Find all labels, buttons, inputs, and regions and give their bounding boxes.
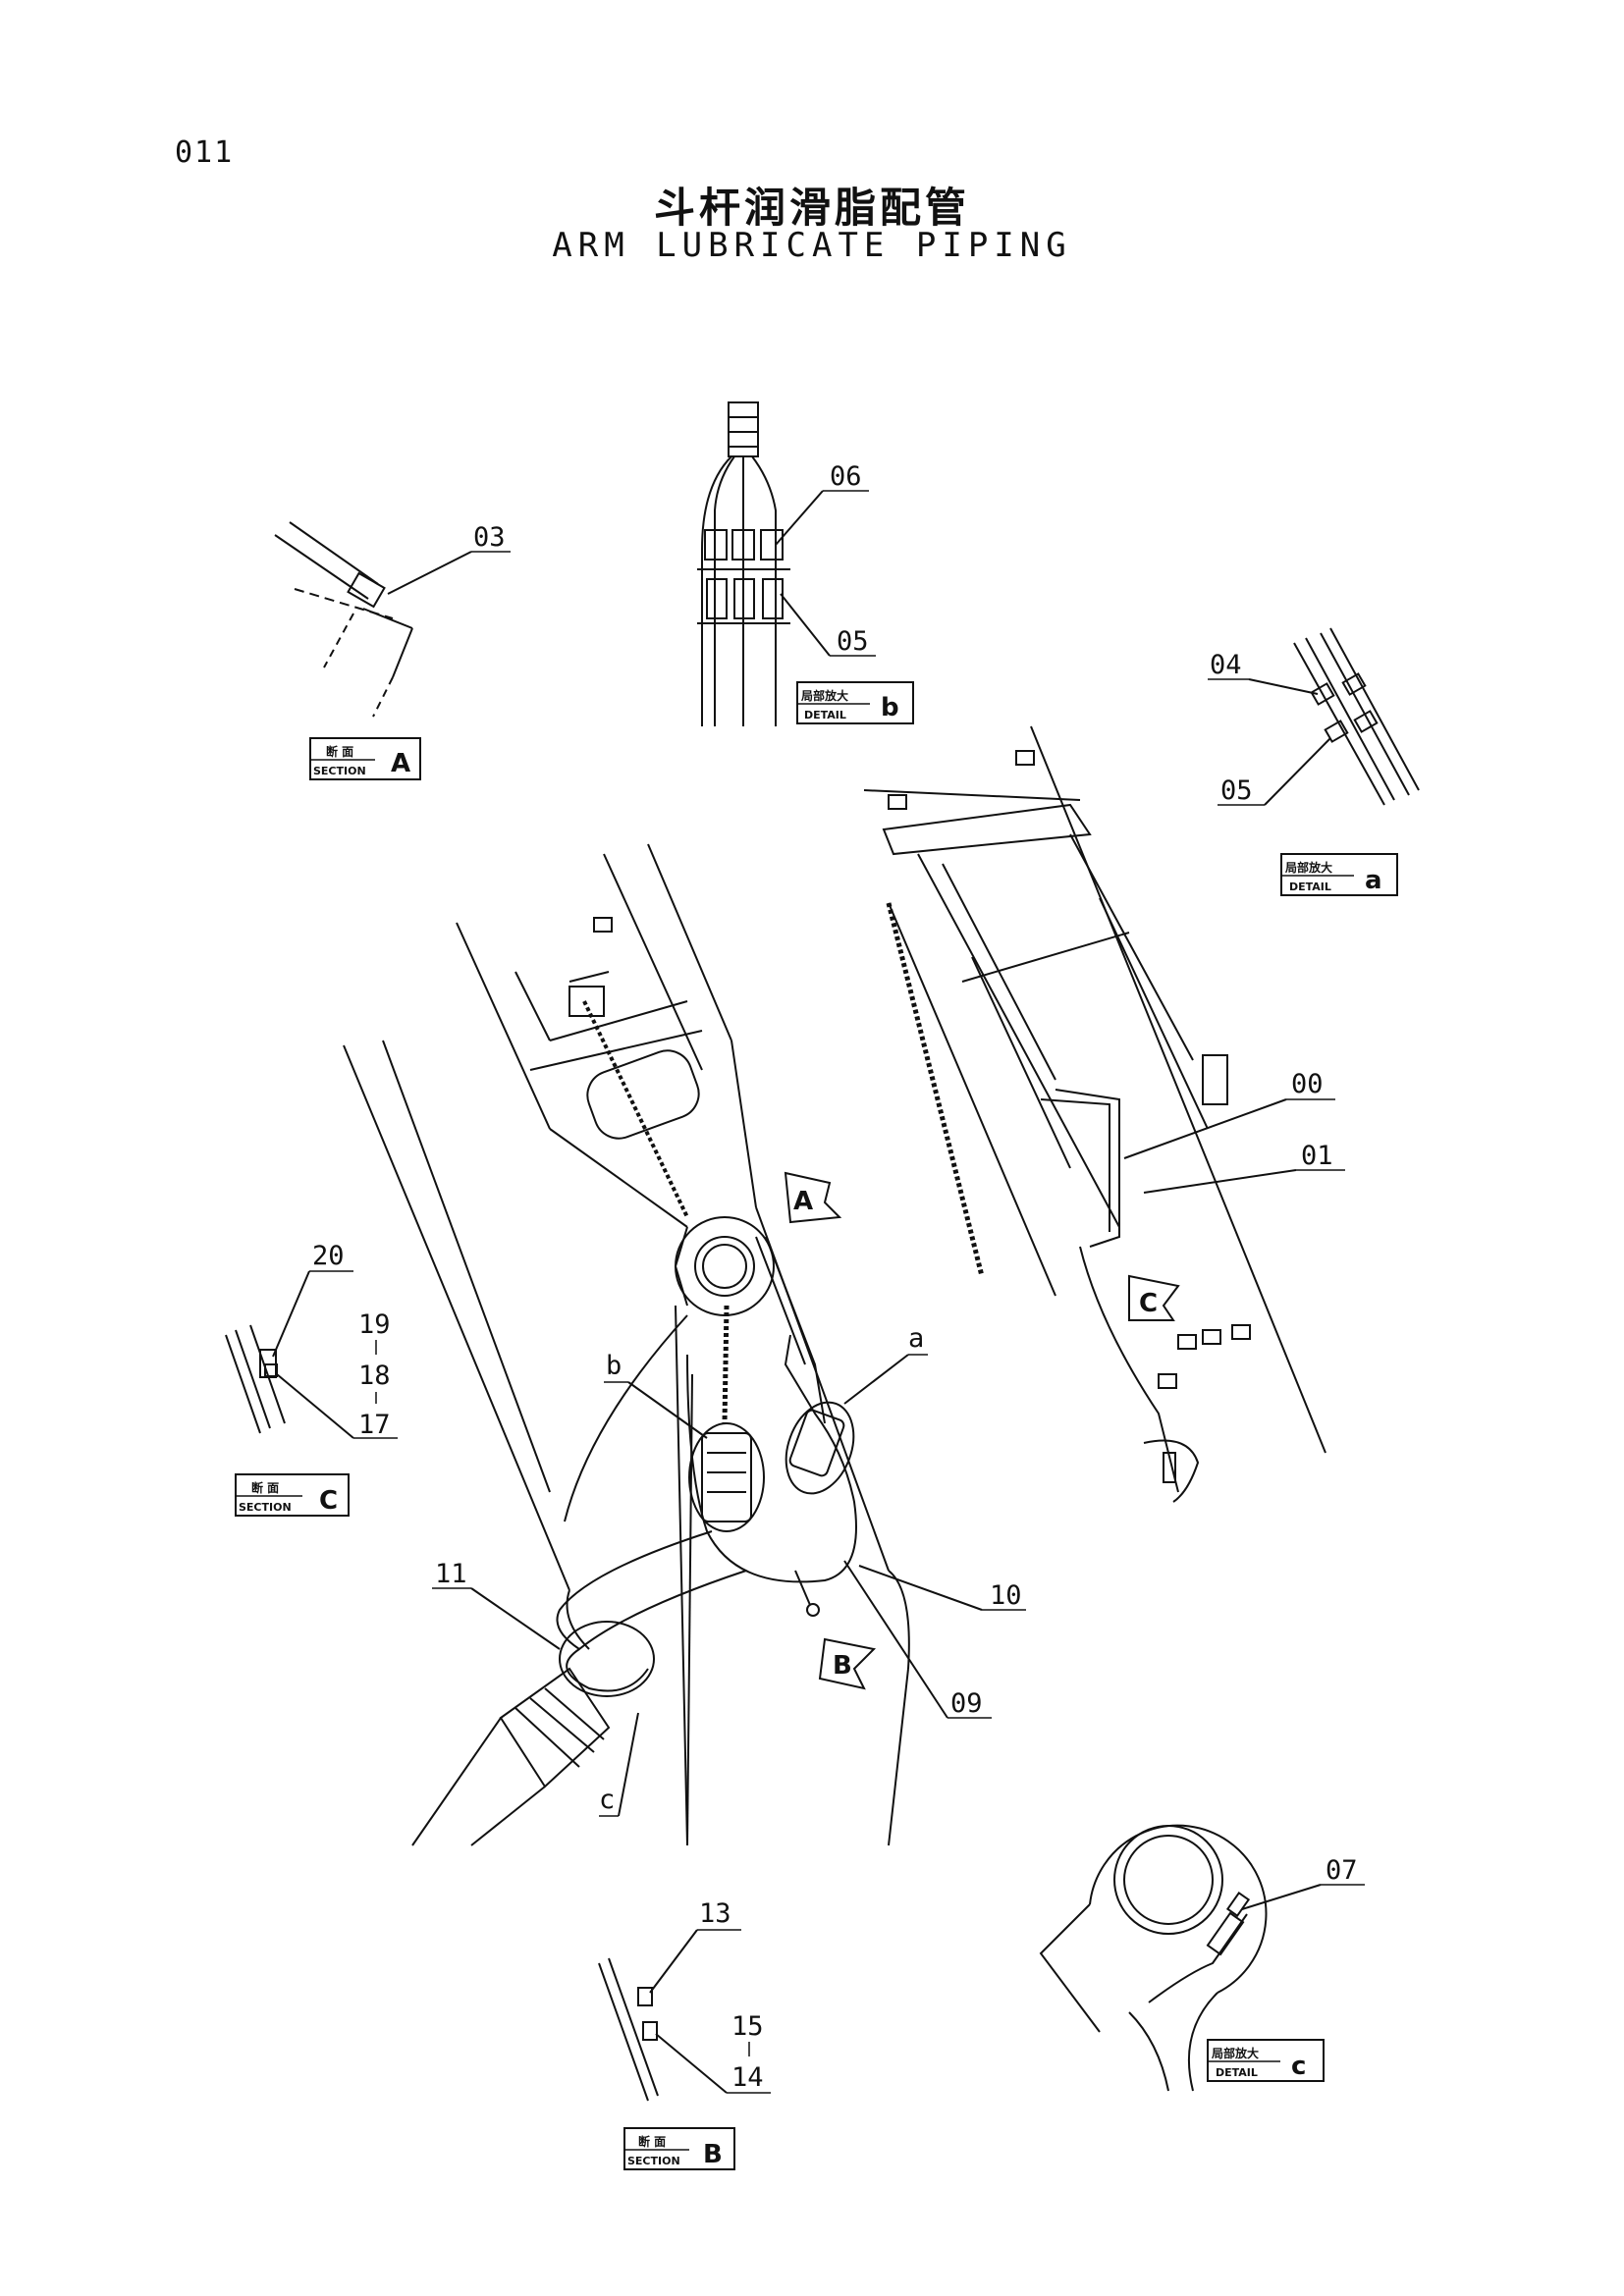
- callout-17: 17: [358, 1410, 391, 1440]
- callout-06: 06: [830, 461, 862, 492]
- detail-c-box: 局部放大 DETAIL c: [1207, 2039, 1325, 2082]
- callout-05-detail-b: 05: [837, 626, 869, 657]
- section-c-box: 断 面 SECTION C: [235, 1473, 350, 1517]
- detail-b-box: 局部放大 DETAIL b: [796, 681, 914, 724]
- callout-01: 01: [1301, 1141, 1333, 1171]
- callout-09: 09: [950, 1688, 983, 1719]
- section-b-en: SECTION: [627, 2155, 680, 2167]
- callout-15: 15: [731, 2011, 764, 2042]
- callout-b: b: [606, 1351, 622, 1381]
- section-b-view: [598, 1957, 659, 2102]
- lubricate-hoses: [556, 1236, 857, 1697]
- callout-05-detail-a: 05: [1220, 775, 1253, 806]
- callout-03: 03: [473, 522, 506, 553]
- leader-09: [843, 1560, 948, 1719]
- detail-b-view: [697, 401, 790, 726]
- leader-00: [1123, 1098, 1287, 1159]
- detail-a-box: 局部放大 DETAIL a: [1280, 853, 1398, 896]
- leader-04: [1248, 678, 1319, 695]
- detail-b-cn: 局部放大: [801, 688, 848, 703]
- leader-b: [627, 1381, 708, 1439]
- detail-a-view: [1293, 627, 1420, 806]
- view-marker-c: C: [1139, 1289, 1158, 1318]
- callout-04: 04: [1210, 650, 1242, 680]
- detail-c-cn: 局部放大: [1212, 2046, 1259, 2060]
- section-a-en: SECTION: [313, 765, 366, 777]
- callout-13: 13: [699, 1898, 731, 1929]
- callout-a: a: [908, 1323, 924, 1354]
- view-arrow-b: B: [818, 1637, 877, 1690]
- leader-05b: [780, 593, 831, 657]
- section-a-box: 断 面 SECTION A: [309, 737, 421, 780]
- title-chinese: 斗杆润滑脂配管: [653, 184, 970, 232]
- arm-outline: [343, 843, 910, 1846]
- section-a-letter: A: [391, 749, 410, 778]
- section-c-en: SECTION: [239, 1501, 292, 1514]
- detail-a-letter: a: [1365, 866, 1382, 895]
- callout-00: 00: [1291, 1069, 1324, 1099]
- leader-11: [470, 1587, 561, 1650]
- section-b-letter: B: [703, 2140, 723, 2169]
- leader-14: [655, 2033, 728, 2094]
- callout-19: 19: [358, 1309, 391, 1340]
- section-b-box: 断 面 SECTION B: [623, 2127, 735, 2170]
- detail-a-cn: 局部放大: [1285, 860, 1332, 875]
- right-arm-view: [568, 725, 1326, 1503]
- section-a-view: [274, 521, 413, 718]
- leader-05a: [1264, 737, 1331, 806]
- leader-03: [387, 551, 472, 595]
- page-number: 011: [175, 135, 235, 170]
- leader-c: [618, 1712, 639, 1817]
- callout-20: 20: [312, 1241, 345, 1271]
- section-c-letter: C: [319, 1486, 338, 1516]
- callout-c: c: [599, 1785, 615, 1815]
- leader-06: [775, 490, 824, 546]
- leader-07: [1241, 1884, 1322, 1910]
- callout-10: 10: [990, 1580, 1022, 1611]
- view-arrow-a: A: [784, 1171, 842, 1224]
- callout-07: 07: [1326, 1855, 1358, 1886]
- callout-18: 18: [358, 1361, 391, 1391]
- leader-20: [272, 1270, 310, 1358]
- detail-c-view: [1039, 1824, 1268, 2092]
- detail-a-en: DETAIL: [1289, 881, 1331, 893]
- detail-b-en: DETAIL: [804, 709, 846, 721]
- view-marker-a: A: [793, 1187, 813, 1216]
- detail-c-letter: c: [1291, 2052, 1306, 2081]
- callout-14: 14: [731, 2062, 764, 2093]
- view-arrow-c: C: [1128, 1274, 1180, 1321]
- view-marker-b: B: [833, 1651, 852, 1681]
- leader-13: [649, 1929, 698, 1994]
- leader-10: [858, 1565, 983, 1611]
- leader-a: [843, 1354, 909, 1405]
- leader-17: [276, 1373, 354, 1439]
- title-english: ARM LUBRICATE PIPING: [552, 226, 1072, 265]
- leader-01: [1143, 1169, 1297, 1194]
- section-a-cn: 断 面: [326, 744, 353, 759]
- section-c-view: [225, 1324, 286, 1434]
- detail-c-en: DETAIL: [1216, 2066, 1258, 2079]
- section-c-cn: 断 面: [251, 1480, 279, 1495]
- callout-11: 11: [435, 1559, 467, 1589]
- section-b-cn: 断 面: [638, 2134, 666, 2149]
- detail-b-letter: b: [881, 693, 899, 722]
